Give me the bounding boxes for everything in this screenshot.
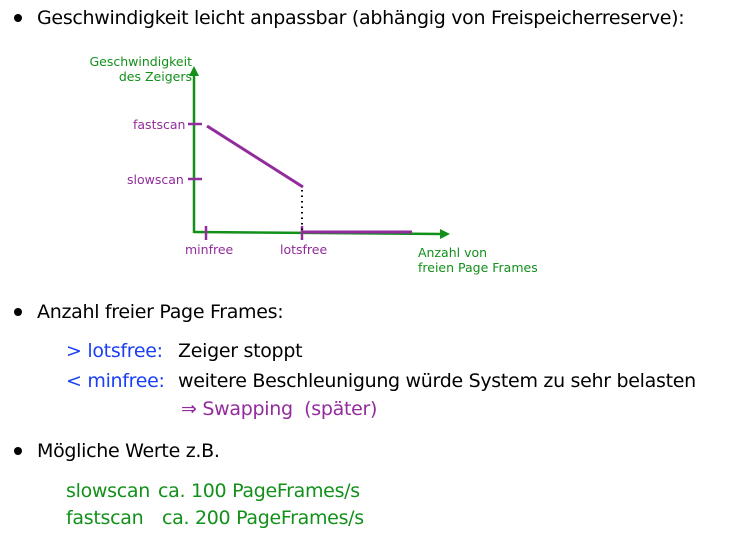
condition-minfree-key: < minfree: xyxy=(66,370,165,392)
bullet-speed-adjustable: Geschwindigkeit leicht anpassbar (abhäng… xyxy=(37,7,685,29)
swapping-consequence: ⇒ Swapping (später) xyxy=(181,398,378,420)
condition-lotsfree-key: > lotsfree: xyxy=(66,340,163,362)
bullet-free-page-frames: Anzahl freier Page Frames: xyxy=(37,301,284,323)
minfree-label: minfree xyxy=(185,242,234,257)
speed-curve-decline xyxy=(206,124,304,189)
bullet-dot xyxy=(14,447,22,455)
x-axis-label-line1: Anzahl von xyxy=(418,245,488,260)
y-axis-label-line1: Geschwindigkeit xyxy=(89,54,192,69)
fastscan-label: fastscan xyxy=(133,117,186,132)
condition-minfree-value: weitere Beschleunigung würde System zu s… xyxy=(178,370,696,392)
fastscan-name: fastscan xyxy=(66,507,144,529)
lotsfree-label: lotsfree xyxy=(280,242,328,257)
y-axis-arrowhead xyxy=(189,66,199,76)
slowscan-name: slowscan xyxy=(66,480,150,502)
fastscan-value: ca. 200 PageFrames/s xyxy=(162,507,364,529)
y-axis-label-line2: des Zeigers xyxy=(118,69,192,84)
x-axis-label: Anzahl von freien Page Frames xyxy=(418,245,538,275)
speed-diagram xyxy=(188,66,450,240)
slowscan-value: ca. 100 PageFrames/s xyxy=(158,480,360,502)
condition-lotsfree-value: Zeiger stoppt xyxy=(178,340,303,362)
bullet-dot xyxy=(14,308,22,316)
x-axis-arrowhead xyxy=(440,229,450,239)
bullet-possible-values: Mögliche Werte z.B. xyxy=(37,440,220,462)
slowscan-label: slowscan xyxy=(127,172,184,187)
x-axis-label-line2: freien Page Frames xyxy=(418,260,538,275)
bullet-dot xyxy=(14,14,22,22)
y-axis-label: Geschwindigkeit des Zeigers xyxy=(62,54,192,84)
